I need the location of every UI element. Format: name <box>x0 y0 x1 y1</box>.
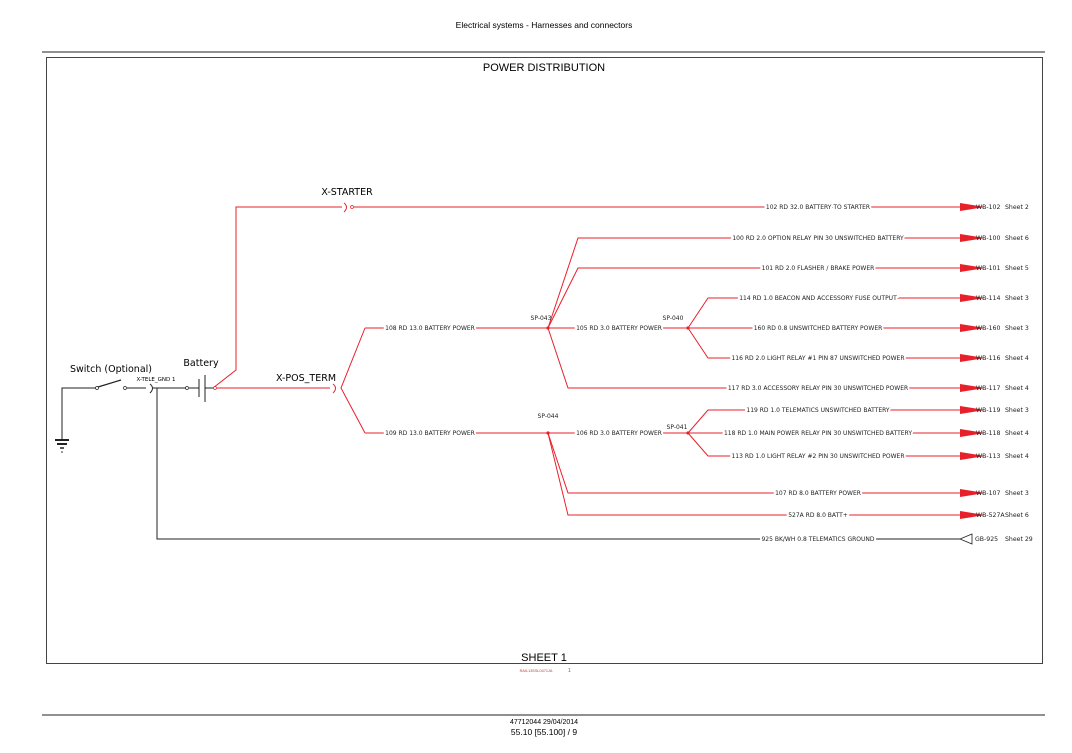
wire-segment <box>547 267 960 329</box>
wire-label: 160 RD 0.8 UNSWITCHED BATTERY POWER <box>754 325 883 332</box>
ground-arrow-icon <box>958 533 973 545</box>
ground-icon <box>55 439 69 453</box>
arrow-icon <box>960 406 985 414</box>
switch-label: Switch (Optional) <box>70 364 152 375</box>
branch-wire-label: 106 RD 3.0 BATTERY POWER <box>576 430 662 437</box>
wire-destination: WB-117 <box>976 385 1000 392</box>
wire-label: 116 RD 2.0 LIGHT RELAY #1 PIN 87 UNSWITC… <box>731 355 904 362</box>
wire-segment <box>547 237 960 329</box>
battery-positive-pin-icon <box>213 386 217 390</box>
wire-label: 527A RD 8.0 BATT+ <box>788 512 848 519</box>
branch-wire-label: 108 RD 13.0 BATTERY POWER <box>385 325 475 332</box>
x-starter-label: X-STARTER <box>321 187 373 198</box>
splice-sp040 <box>686 326 690 330</box>
switch-circuit: Switch (Optional) X-TELE_GND 1 Battery X… <box>55 187 373 453</box>
wire-sheet-ref: Sheet 2 <box>1005 204 1029 211</box>
wire-segment <box>547 432 960 516</box>
wire-label: 119 RD 1.0 TELEMATICS UNSWITCHED BATTERY <box>746 407 890 414</box>
wire-segment <box>212 206 342 389</box>
x-pos-term-connector-icon <box>332 383 336 394</box>
wire-segment <box>547 432 960 494</box>
wire-segment <box>687 409 960 434</box>
splice-sp041 <box>686 431 690 435</box>
wire-sheet-ref: Sheet 3 <box>1005 295 1029 302</box>
wire-segment <box>156 388 960 540</box>
arrow-icon <box>960 511 985 519</box>
arrow-icon <box>960 429 985 437</box>
branch-wire-label: 109 RD 13.0 BATTERY POWER <box>385 430 475 437</box>
wire-segment <box>340 327 366 434</box>
wire-label: 113 RD 1.0 LIGHT RELAY #2 PIN 30 UNSWITC… <box>731 453 904 460</box>
wire-destination: WB-118 <box>976 430 1000 437</box>
arrow-icon <box>960 452 985 460</box>
connector-icon <box>149 383 153 394</box>
battery-icon <box>198 375 206 402</box>
wire-label: 925 BK/WH 0.8 TELEMATICS GROUND <box>761 536 874 543</box>
arrow-icon <box>960 234 985 242</box>
wire-segment <box>547 327 960 389</box>
wire-destination: WB-114 <box>976 295 1000 302</box>
arrow-icon <box>960 384 985 392</box>
wire-label: 100 RD 2.0 OPTION RELAY PIN 30 UNSWITCHE… <box>732 235 904 242</box>
wire-destination: WB-102 <box>976 204 1000 211</box>
arrow-icon <box>960 489 985 497</box>
arrow-icon <box>960 203 985 211</box>
splice-label: SP-044 <box>538 413 559 420</box>
wire-sheet-ref: Sheet 4 <box>1005 430 1029 437</box>
wire-label: 114 RD 1.0 BEACON AND ACCESSORY FUSE OUT… <box>739 295 897 302</box>
wire-label: 117 RD 3.0 ACCESSORY RELAY PIN 30 UNSWIT… <box>728 385 908 392</box>
pin-icon <box>350 205 354 209</box>
wire-sheet-ref: Sheet 3 <box>1005 407 1029 414</box>
x-starter-connector-icon <box>343 202 347 213</box>
diagram-title: POWER DISTRIBUTION <box>483 62 605 74</box>
wire-destination: WB-100 <box>976 235 1000 242</box>
wire-destination: WB-107 <box>976 490 1000 497</box>
wire-destination: WB-119 <box>976 407 1000 414</box>
page-header-title: Electrical systems - Harnesses and conne… <box>456 20 633 30</box>
wire-destination: WB-113 <box>976 453 1000 460</box>
wire-label: 118 RD 1.0 MAIN POWER RELAY PIN 30 UNSWI… <box>724 430 912 437</box>
wire-sheet-ref: Sheet 6 <box>1005 235 1029 242</box>
branch-wire-label: 105 RD 3.0 BATTERY POWER <box>576 325 662 332</box>
wire-destination: WB-116 <box>976 355 1000 362</box>
arrow-icon <box>960 354 985 362</box>
splice-label: SP-043 <box>531 315 552 322</box>
wire-sheet-ref: Sheet 4 <box>1005 453 1029 460</box>
sheet-label: SHEET 1 <box>521 652 567 664</box>
wire-destination: GB-925 <box>975 536 998 543</box>
wire-destination: WB-160 <box>976 325 1000 332</box>
wire-sheet-ref: Sheet 4 <box>1005 385 1029 392</box>
x-pos-term-label: X-POS_TERM <box>276 373 336 384</box>
arrow-icon <box>960 264 985 272</box>
wire-sheet-ref: Sheet 6 <box>1005 512 1029 519</box>
wire-sheet-ref: Sheet 3 <box>1005 490 1029 497</box>
splice-label: SP-040 <box>663 315 684 322</box>
splice-label: SP-041 <box>667 424 688 431</box>
tele-gnd-label: X-TELE_GND 1 <box>137 377 176 383</box>
arrow-icon <box>960 294 985 302</box>
wire-destination: WB-527A <box>976 512 1005 519</box>
wire-destination: WB-101 <box>976 265 1000 272</box>
arrow-icon <box>960 324 985 332</box>
splice-sp044 <box>546 431 550 435</box>
wire-sheet-ref: Sheet 3 <box>1005 325 1029 332</box>
wire-label: 107 RD 8.0 BATTERY POWER <box>775 490 861 497</box>
wire-segment <box>687 297 960 329</box>
diagram-frame <box>46 57 1043 664</box>
wire-sheet-ref: Sheet 5 <box>1005 265 1029 272</box>
page-number: 55.10 [55.100] / 9 <box>511 727 577 737</box>
wire-segment <box>687 432 960 457</box>
wire-sheet-ref: Sheet 29 <box>1005 536 1033 543</box>
wire-label: 101 RD 2.0 FLASHER / BRAKE POWER <box>762 265 875 272</box>
drawing-ref-page: 1 <box>568 668 571 674</box>
wire-label: 102 RD 32.0 BATTERY TO STARTER <box>766 204 870 211</box>
wire-sheet-ref: Sheet 4 <box>1005 355 1029 362</box>
doc-date: 47712044 29/04/2014 <box>510 719 578 726</box>
wire-segment <box>687 327 960 359</box>
switch-icon <box>95 379 127 390</box>
splice-sp043 <box>546 326 550 330</box>
battery-label: Battery <box>183 358 219 369</box>
drawing-ref: RAIL13SSL0471JA <box>520 669 553 673</box>
